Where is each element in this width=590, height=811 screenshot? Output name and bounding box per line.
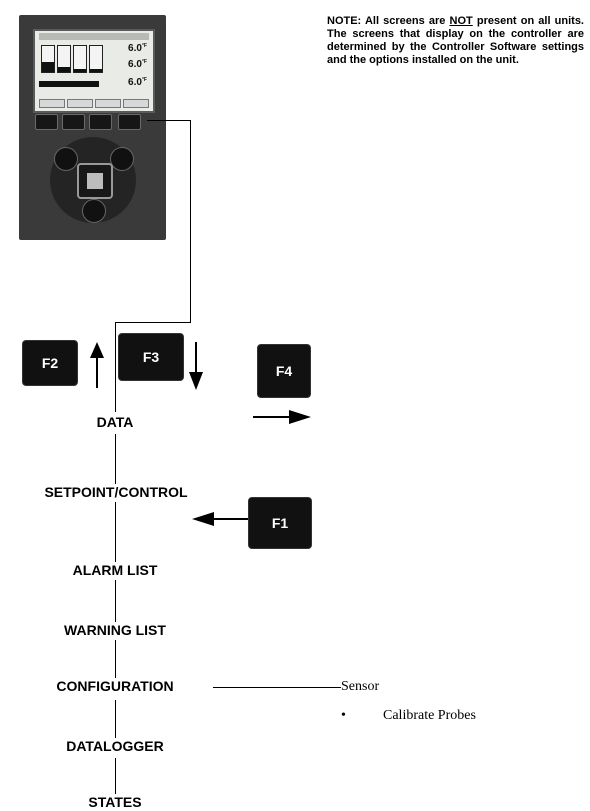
f4-key[interactable]: F4 (257, 344, 311, 398)
up-arrow-icon (89, 342, 105, 388)
menu-item-setpoint-control: SETPOINT/CONTROL (0, 484, 232, 500)
center-button-icon (87, 173, 103, 189)
configuration-branch-line (213, 687, 341, 688)
device-f2-key[interactable] (62, 114, 85, 130)
menu-link-3 (115, 580, 116, 622)
gauge-3 (73, 45, 87, 73)
menu-item-datalogger: DATALOGGER (40, 738, 190, 754)
gauge-4 (89, 45, 103, 73)
gauge-2 (57, 45, 71, 73)
menu-item-warning-list: WARNING LIST (30, 622, 200, 638)
device-f1-key[interactable] (35, 114, 58, 130)
device-f3-key[interactable] (89, 114, 112, 130)
display-status-bar (39, 81, 99, 87)
device-f4-key[interactable] (118, 114, 141, 130)
center-button[interactable] (77, 163, 113, 199)
note-text: NOTE: All screens are NOT present on all… (327, 15, 584, 67)
submenu-calibrate-probes: Calibrate Probes (383, 708, 476, 724)
down-arrow-icon (188, 342, 204, 390)
f2-key[interactable]: F2 (22, 340, 78, 386)
display-title-bar (39, 33, 149, 40)
reading-1: 6.0°F (128, 43, 147, 54)
gauge-1 (41, 45, 55, 73)
right-arrow-icon (253, 410, 311, 424)
connector-vertical-left (115, 322, 116, 412)
reading-2: 6.0°F (128, 59, 147, 70)
menu-link-4 (115, 640, 116, 678)
f3-key[interactable]: F3 (118, 333, 184, 381)
reading-3: 6.0°F (128, 77, 147, 88)
soft-key-labels (39, 99, 149, 107)
nav-left-button[interactable] (54, 147, 78, 171)
menu-item-configuration: CONFIGURATION (20, 678, 210, 694)
menu-item-states: STATES (50, 794, 180, 810)
f1-key[interactable]: F1 (248, 497, 312, 549)
controller-device: 6.0°F 6.0°F 6.0°F (19, 15, 166, 240)
connector-horizontal-top (147, 120, 191, 121)
menu-link-1 (115, 434, 116, 484)
connector-vertical-right (190, 120, 191, 322)
menu-item-data: DATA (60, 414, 170, 430)
left-arrow-icon (192, 512, 248, 526)
nav-down-button[interactable] (82, 199, 106, 223)
submenu-sensor: Sensor (341, 679, 379, 695)
menu-link-5 (115, 700, 116, 738)
menu-link-6 (115, 758, 116, 794)
menu-item-alarm-list: ALARM LIST (40, 562, 190, 578)
nav-right-button[interactable] (110, 147, 134, 171)
connector-horizontal-bottom (115, 322, 191, 323)
controller-display: 6.0°F 6.0°F 6.0°F (33, 29, 155, 113)
menu-link-2 (115, 502, 116, 562)
submenu-bullet: • (341, 708, 346, 724)
navigation-pad (50, 137, 136, 223)
